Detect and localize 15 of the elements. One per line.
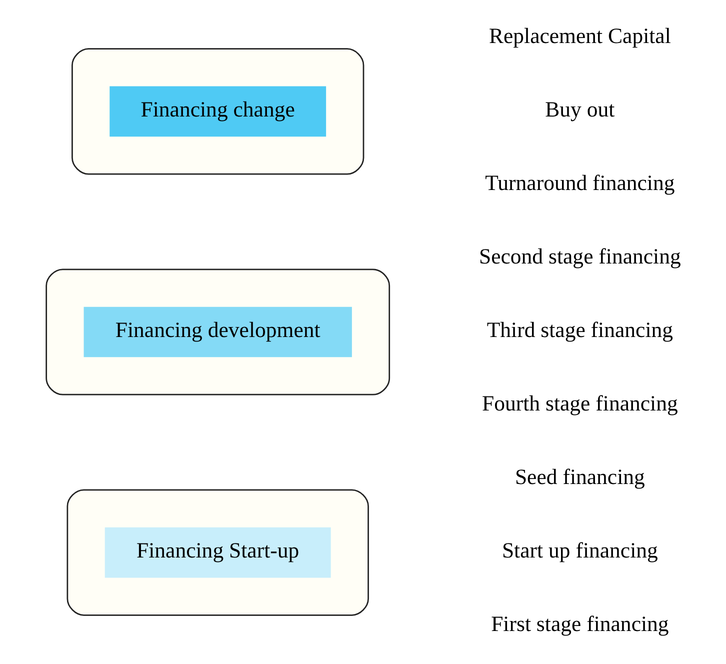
cluster bbox=[71, 48, 364, 175]
node-box: Financing development bbox=[83, 306, 352, 358]
node-box: Financing change bbox=[109, 86, 326, 137]
cluster bbox=[66, 489, 368, 616]
label: Second stage financing bbox=[478, 244, 680, 269]
label: Third stage financing bbox=[486, 318, 673, 342]
label: Start up financing bbox=[501, 538, 658, 563]
label: Replacement Capital bbox=[488, 24, 670, 48]
label: First stage financing bbox=[490, 612, 668, 636]
label: Buy out bbox=[544, 98, 614, 122]
cluster bbox=[45, 268, 390, 396]
label: Seed financing bbox=[514, 465, 644, 490]
label: Fourth stage financing bbox=[482, 392, 678, 416]
label: Turnaround financing bbox=[484, 171, 674, 196]
node-box: Financing Start-up bbox=[104, 527, 330, 578]
